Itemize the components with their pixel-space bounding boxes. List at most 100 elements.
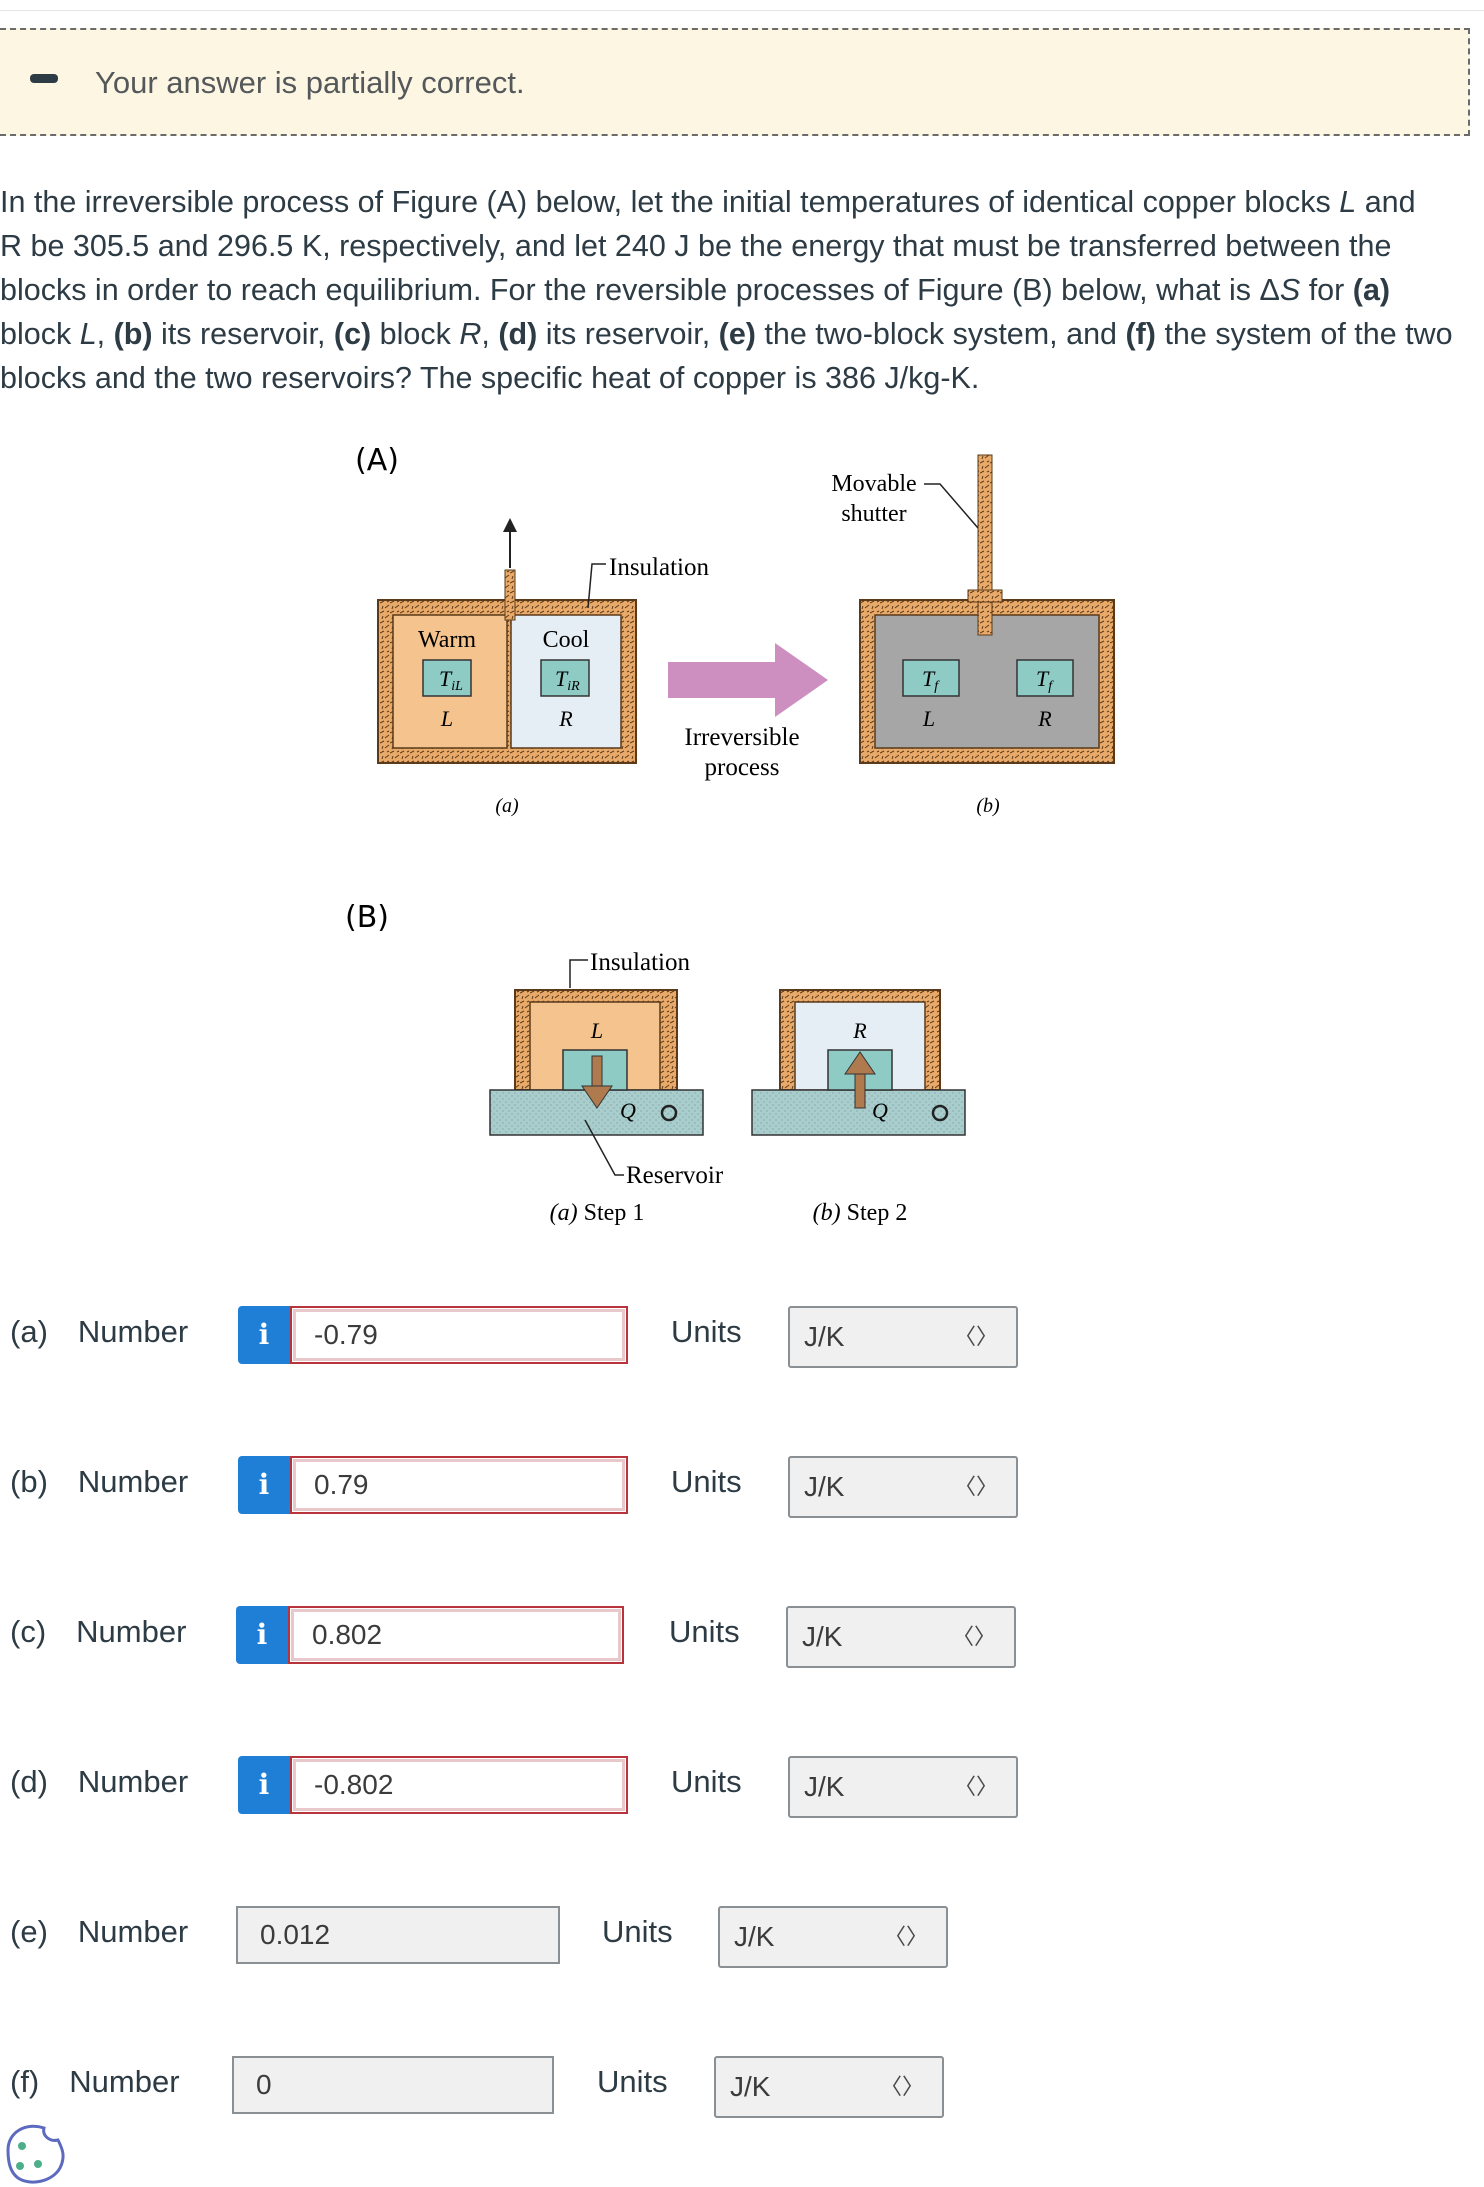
warm-label: Warm <box>418 627 476 653</box>
info-button[interactable]: i <box>236 1606 288 1664</box>
t-ir-symbol: T <box>555 666 569 691</box>
number-input[interactable]: -0.802 <box>290 1756 628 1814</box>
part-label: (b)Number <box>10 1464 189 1499</box>
answer-row-d: (d)Number i -0.802 Units J/K〈〉 <box>0 1750 1484 1820</box>
answer-row-c: (c)Number i 0.802 Units J/K〈〉 <box>0 1600 1484 1670</box>
irreversible-arrow: Irreversible process <box>668 643 828 781</box>
question-segment: , <box>96 317 114 351</box>
units-label: Units <box>602 1914 673 1949</box>
units-select[interactable]: J/K〈〉 <box>714 2056 944 2118</box>
svg-text:(b) Step 2: (b) Step 2 <box>813 1200 908 1226</box>
units-select[interactable]: J/K〈〉 <box>718 1906 948 1968</box>
question-segment: its reservoir, <box>537 317 719 351</box>
step2-letter: (b) <box>813 1200 841 1226</box>
question-segment: blocks and the two reservoirs? The speci… <box>0 361 980 395</box>
number-input[interactable]: -0.79 <box>290 1306 628 1364</box>
part-label: (e)Number <box>10 1914 189 1949</box>
question-segment: In the irreversible process of Figure (A… <box>0 185 1340 219</box>
figure-b-title: (B) <box>345 900 389 935</box>
number-input[interactable]: 0.79 <box>290 1456 628 1514</box>
top-divider <box>0 10 1484 11</box>
figure-a-initial-state: Warm Cool TiL TiR L R Insulation (a) <box>377 518 709 817</box>
svg-text:Tf: Tf <box>1036 666 1054 694</box>
irreversible-label: Irreversible <box>684 724 799 751</box>
caption-b: (b) <box>976 795 1000 817</box>
question-segment: for <box>1300 273 1353 307</box>
select-chevron-icon: 〈〉 <box>953 1774 998 1799</box>
answer-row-a: (a)Number i -0.79 Units J/K〈〉 <box>0 1300 1484 1370</box>
question-segment: R be 305.5 and 296.5 K, respectively, an… <box>0 229 1392 263</box>
block-l-label-step1: L <box>590 1018 603 1043</box>
question-segment: (d) <box>498 317 538 351</box>
t-il-subscript: iL <box>451 679 463 694</box>
units-label: Units <box>671 1464 742 1499</box>
question-line: R be 305.5 and 296.5 K, respectively, an… <box>0 224 1480 268</box>
question-segment: block <box>371 317 460 351</box>
select-chevron-icon: 〈〉 <box>879 2074 924 2099</box>
figure-b-step2: R Q (b) Step 2 <box>751 989 966 1226</box>
units-label: Units <box>671 1764 742 1799</box>
select-chevron-icon: 〈〉 <box>951 1624 996 1649</box>
info-button[interactable]: i <box>238 1306 290 1364</box>
cool-label: Cool <box>543 627 590 653</box>
question-line: blocks and the two reservoirs? The speci… <box>0 356 1480 400</box>
step1-label: Step 1 <box>584 1200 645 1226</box>
select-chevron-icon: 〈〉 <box>953 1474 998 1499</box>
svg-text:TiL: TiL <box>439 666 463 694</box>
t-f-symbol-l: T <box>922 666 936 691</box>
question-segment: the system of the two <box>1155 317 1453 351</box>
units-label: Units <box>597 2064 668 2099</box>
block-l-label-a: L <box>440 706 453 731</box>
q-label-step2: Q <box>872 1098 888 1123</box>
block-r-label-a: R <box>558 706 573 731</box>
question-segment: blocks in order to reach equilibrium. Fo… <box>0 273 1280 307</box>
movable-label: Movable <box>831 471 916 497</box>
info-button[interactable]: i <box>238 1456 290 1514</box>
question-line: blocks in order to reach equilibrium. Fo… <box>0 268 1480 312</box>
question-segment: its reservoir, <box>152 317 334 351</box>
question-segment: L <box>1339 185 1357 219</box>
shutter-label: shutter <box>841 501 906 527</box>
number-input[interactable]: 0.802 <box>288 1606 624 1664</box>
feedback-message: Your answer is partially correct. <box>95 65 525 100</box>
answer-row-b: (b)Number i 0.79 Units J/K〈〉 <box>0 1450 1484 1520</box>
step2-label: Step 2 <box>847 1200 908 1226</box>
q-label-step1: Q <box>620 1098 636 1123</box>
insulation-label-a: Insulation <box>609 554 709 581</box>
question-segment: (f) <box>1125 317 1156 351</box>
units-select[interactable]: J/K〈〉 <box>786 1606 1016 1668</box>
units-select[interactable]: J/K〈〉 <box>788 1306 1018 1368</box>
svg-text:Tf: Tf <box>922 666 940 694</box>
figure-a-title: (A) <box>355 443 399 478</box>
cookie-icon[interactable] <box>0 2120 70 2187</box>
partial-credit-icon <box>30 74 58 83</box>
t-ir-subscript: iR <box>567 679 580 694</box>
question-segment: L <box>79 317 97 351</box>
question-line: In the irreversible process of Figure (A… <box>0 180 1480 224</box>
insulation-label-b: Insulation <box>590 949 690 976</box>
info-button[interactable]: i <box>238 1756 290 1814</box>
select-chevron-icon: 〈〉 <box>883 1924 928 1949</box>
question-segment: (a) <box>1352 273 1391 307</box>
select-chevron-icon: 〈〉 <box>953 1324 998 1349</box>
question-line: block L, (b) its reservoir, (c) block R,… <box>0 312 1480 356</box>
thermodynamics-figure: (A) Warm Cool TiL TiR L R Insulation (a)… <box>345 443 1115 1226</box>
t-f-subscript-r: f <box>1048 679 1054 694</box>
t-il-symbol: T <box>439 666 453 691</box>
number-input[interactable]: 0.012 <box>236 1906 560 1964</box>
block-r-label-step2: R <box>852 1018 867 1043</box>
number-input[interactable]: 0 <box>232 2056 554 2114</box>
reservoir-label: Reservoir <box>626 1162 724 1189</box>
block-l-label-b: L <box>922 706 935 731</box>
step1-marker <box>660 1104 678 1122</box>
part-label: (f)Number <box>10 2064 180 2099</box>
units-select[interactable]: J/K〈〉 <box>788 1756 1018 1818</box>
answer-row-f: (f)Number 0 Units J/K〈〉 <box>0 2050 1484 2120</box>
step2-marker <box>931 1104 949 1122</box>
question-segment: the two-block system, and <box>755 317 1126 351</box>
units-select[interactable]: J/K〈〉 <box>788 1456 1018 1518</box>
units-label: Units <box>669 1614 740 1649</box>
part-label: (a)Number <box>10 1314 189 1349</box>
question-segment: block <box>0 317 80 351</box>
units-label: Units <box>671 1314 742 1349</box>
